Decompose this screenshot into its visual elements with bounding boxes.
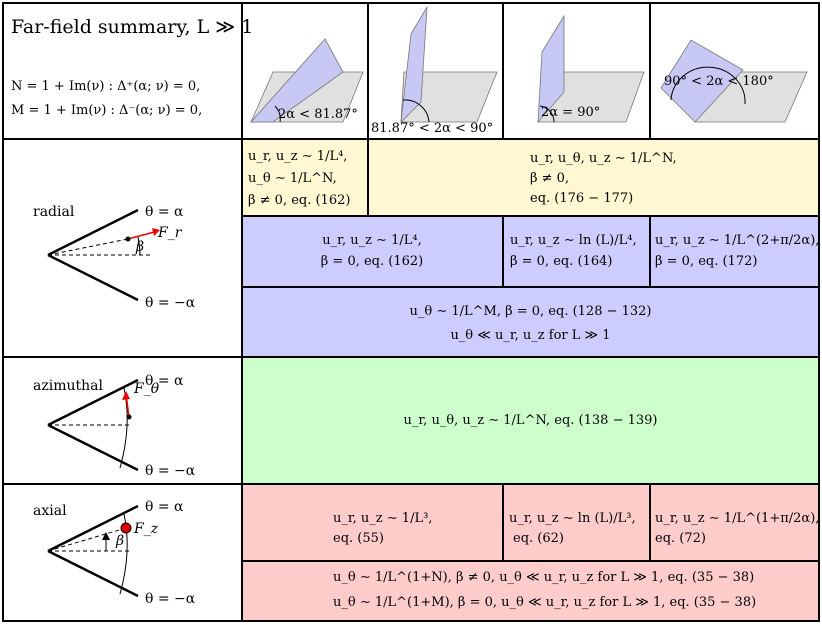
red-3-line-2: eq. (72) [655, 531, 706, 546]
yellow-right-line-3: eq. (176 − 177) [530, 191, 634, 206]
angle-label-right: 2α = 90° [541, 105, 601, 120]
radial-beta-label: β [136, 239, 145, 255]
yellow-left-line-3: β ≠ 0, eq. (162) [248, 193, 351, 208]
azimuthal-theta-bottom: θ = −α [145, 463, 196, 479]
blue-cell-wide [242, 287, 819, 357]
blue-3-line-2: β = 0, eq. (172) [655, 254, 758, 269]
row-label-azimuthal: azimuthal [33, 378, 103, 394]
blue-3-line-1: u_r, u_z ∼ 1/L^(2+π/2α), [655, 233, 820, 248]
red-cell-3 [649, 484, 819, 561]
red-2-line-2: eq. (62) [513, 531, 564, 546]
yellow-left-line-1: u_r, u_z ∼ 1/L⁴, [248, 149, 348, 164]
axial-beta-label: β [116, 533, 125, 549]
wedge-diagram-acute [250, 38, 364, 123]
blue-wide-line-2: u_θ ≪ u_r, u_z for L ≫ 1 [450, 328, 611, 343]
blue-cell-1 [242, 216, 502, 287]
red-cell-1 [242, 484, 502, 561]
blue-2-line-2: β = 0, eq. (164) [510, 254, 613, 269]
yellow-left-line-2: u_θ ∼ 1/L^N, [248, 171, 337, 186]
blue-cell-2 [502, 216, 649, 287]
red-3-line-1: u_r, u_z ∼ 1/L^(1+π/2α), [655, 511, 820, 526]
row-label-axial: axial [33, 503, 67, 519]
red-1-line-2: eq. (55) [333, 531, 384, 546]
axial-theta-top: θ = α [145, 499, 184, 515]
axial-wedge-diagram [47, 504, 139, 598]
azimuthal-theta-top: θ = α [145, 373, 184, 389]
red-wide-line-2: u_θ ∼ 1/L^(1+M), β = 0, u_θ ≪ u_r, u_z f… [333, 595, 757, 610]
row-label-radial: radial [33, 204, 75, 220]
red-1-line-1: u_r, u_z ∼ 1/L³, [333, 511, 433, 526]
yellow-cell-right [368, 139, 819, 216]
wedge-diagram-obtuse [660, 39, 808, 123]
blue-1-line-2: β = 0, eq. (162) [320, 254, 424, 269]
angle-label-obtuse: 90° < 2α < 180° [664, 74, 774, 89]
yellow-right-line-2: β ≠ 0, [530, 171, 570, 186]
red-2-line-1: u_r, u_z ∼ ln (L)/L³, [509, 511, 636, 526]
green-cell-text: u_r, u_θ, u_z ∼ 1/L^N, eq. (138 − 139) [403, 413, 658, 428]
table-title: Far-field summary, L ≫ 1 [11, 16, 254, 38]
red-cell-2 [502, 484, 649, 561]
axial-force-label: F_z [134, 521, 159, 537]
blue-1-line-1: u_r, u_z ∼ 1/L⁴, [322, 233, 422, 248]
azimuthal-wedge-diagram [47, 378, 139, 472]
angle-label-near-right: 81.87° < 2α < 90° [371, 121, 494, 136]
red-cell-wide [242, 561, 819, 622]
yellow-cell-left [242, 139, 368, 216]
radial-theta-top: θ = α [145, 204, 184, 220]
red-wide-line-1: u_θ ∼ 1/L^(1+N), β ≠ 0, u_θ ≪ u_r, u_z f… [333, 570, 755, 585]
radial-force-label: F_r [158, 225, 182, 241]
n-definition: N = 1 + Im(ν) : Δ⁺(α; ν) = 0, [11, 79, 201, 94]
radial-wedge-diagram [47, 208, 160, 302]
blue-2-line-1: u_r, u_z ∼ ln (L)/L⁴, [510, 233, 637, 248]
m-definition: M = 1 + Im(ν) : Δ⁻(α; ν) = 0, [11, 103, 203, 118]
green-cell [242, 357, 819, 484]
blue-cell-3 [649, 216, 819, 287]
axial-theta-bottom: θ = −α [145, 591, 196, 607]
yellow-right-line-1: u_r, u_θ, u_z ∼ 1/L^N, [530, 151, 677, 166]
wedge-diagram-near-right [400, 6, 498, 124]
azimuthal-force-label: F_θ [134, 381, 160, 397]
wedge-diagram-right [537, 14, 645, 124]
radial-theta-bottom: θ = −α [145, 295, 196, 311]
blue-wide-line-1: u_θ ∼ 1/L^M, β = 0, eq. (128 − 132) [409, 304, 652, 319]
angle-label-acute: 2α < 81.87° [278, 107, 358, 122]
